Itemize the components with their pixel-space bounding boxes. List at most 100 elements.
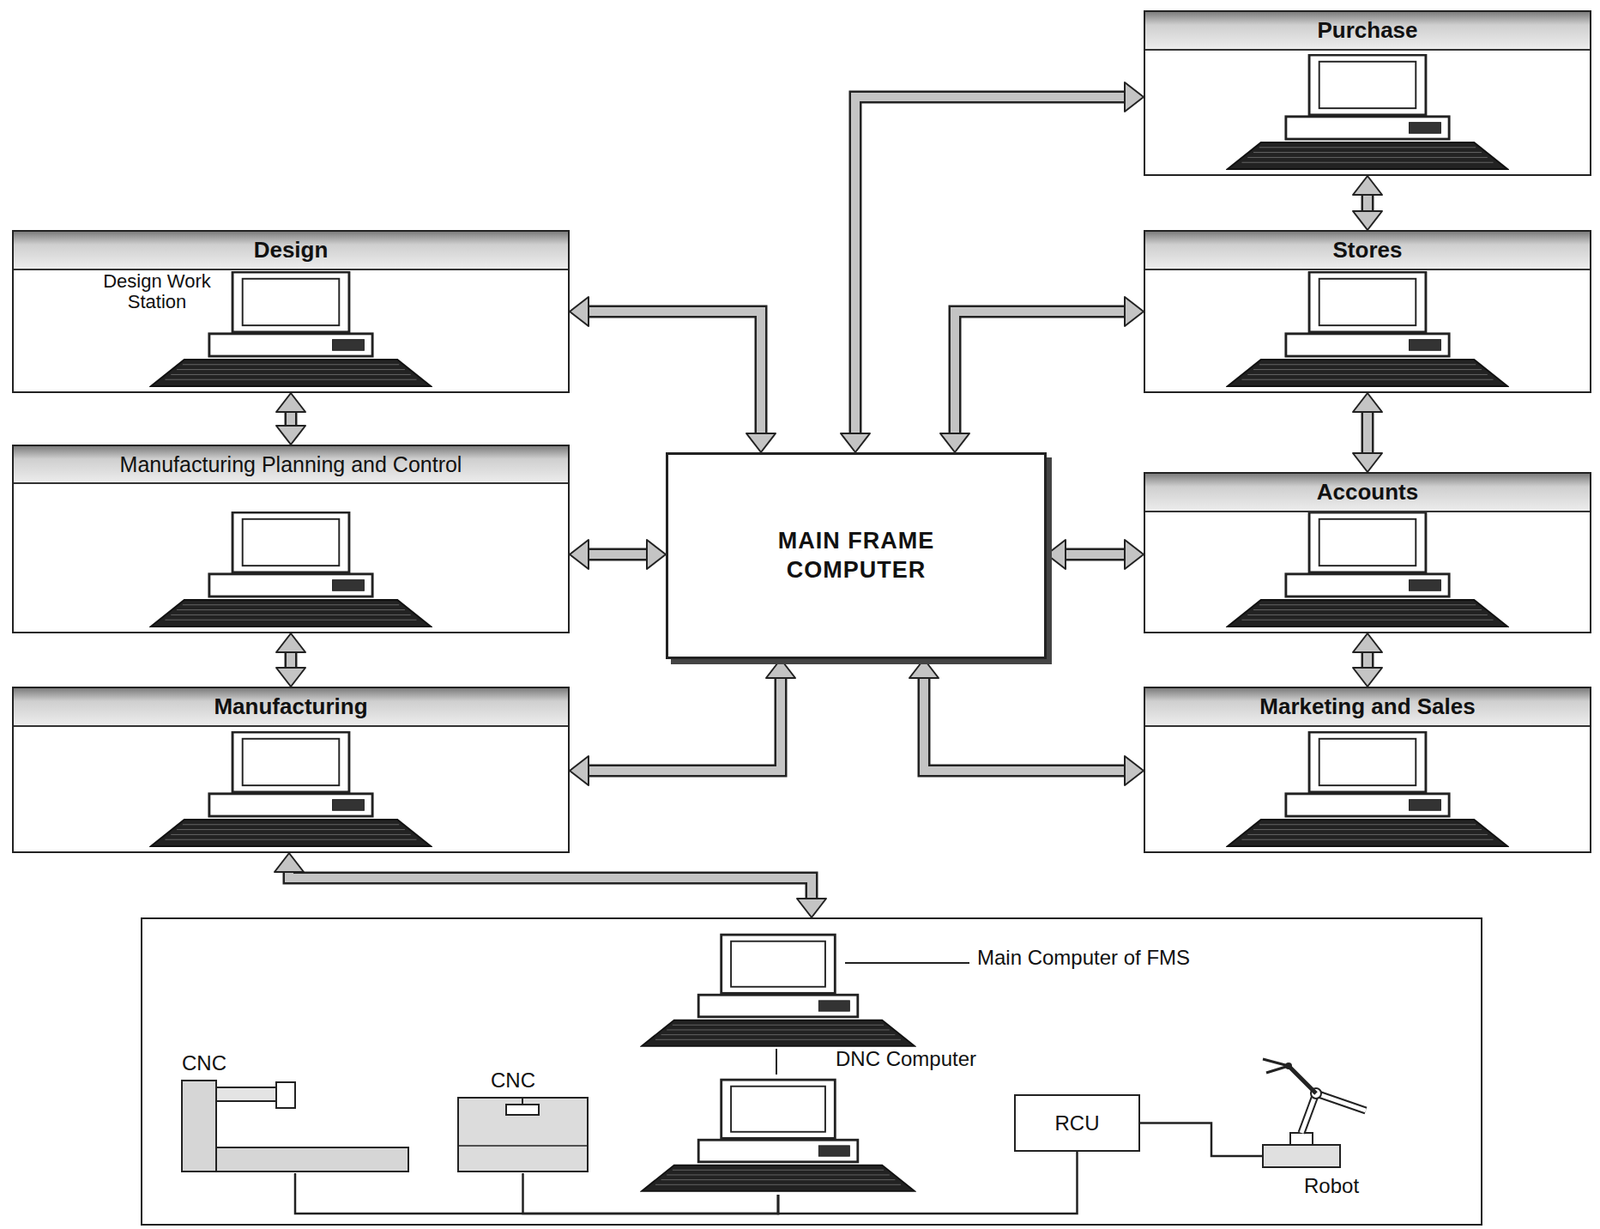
data-flow-arrow: [1046, 539, 1144, 569]
data-flow-arrow: [940, 296, 1144, 453]
arrow-head: [1352, 452, 1383, 472]
machine-label: CNC: [490, 1068, 536, 1093]
workstation-label: Design Work Station: [92, 271, 222, 313]
arrow-shaft: [586, 549, 649, 559]
arrow-shaft-outline: [954, 311, 1127, 435]
arrow-head: [1124, 296, 1144, 327]
department-box: DesignDesign Work Station: [12, 229, 570, 393]
computer-icon: [640, 932, 917, 1049]
computer-illustration: [640, 932, 917, 1052]
computer-illustration: [640, 1077, 917, 1197]
data-flow-arrow: [276, 392, 306, 445]
department-box: Purchase: [1143, 10, 1592, 176]
computer-icon: [1225, 511, 1510, 628]
leader-line: [845, 961, 970, 964]
arrow-shaft-outline: [586, 311, 761, 435]
arrow-shaft-outline: [586, 676, 781, 771]
data-flow-arrow: [569, 539, 666, 569]
arrow-shaft-outline: [1361, 410, 1375, 455]
arrow-shaft-outline: [855, 96, 1127, 435]
computer-illustration: [1225, 730, 1510, 852]
signal-wire: [1140, 1123, 1263, 1157]
data-flow-arrow: [1352, 175, 1383, 230]
arrow-head: [276, 392, 306, 412]
arrow-shaft-outline: [1063, 548, 1127, 562]
wire-line: [1140, 1123, 1263, 1157]
department-heading: Stores: [1145, 231, 1590, 271]
data-flow-arrow: [1352, 633, 1383, 687]
arrow-head: [766, 658, 796, 678]
arrow-head: [569, 539, 589, 569]
department-box: Manufacturing: [12, 686, 570, 853]
robot-control-unit: RCU: [1014, 1093, 1141, 1152]
arrow-head: [796, 898, 827, 918]
arrow-head: [1352, 633, 1383, 653]
arrow-head: [909, 658, 939, 678]
arrow-head: [274, 852, 304, 872]
fms-cell-box: Main Computer of FMS DNC Computer CNC CNC RC…: [140, 917, 1483, 1226]
cnc-illustration: [456, 1095, 590, 1173]
arrow-head: [1352, 392, 1383, 412]
computer-icon: [149, 730, 433, 848]
data-flow-arrow: [276, 633, 306, 687]
arrow-head: [1124, 82, 1144, 112]
computer-illustration: [1225, 54, 1510, 175]
mainframe-box: MAIN FRAME COMPUTER: [665, 452, 1047, 659]
arrow-head: [276, 425, 306, 445]
arrow-shaft-outline: [586, 548, 649, 562]
arrow-head: [940, 433, 970, 453]
department-heading: Purchase: [1145, 12, 1590, 51]
arrow-head: [569, 755, 589, 785]
data-flow-arrow: [274, 852, 827, 918]
dnc-computer: DNC Computer: [640, 1075, 917, 1195]
data-flow-arrow: [1352, 392, 1383, 472]
arrow-shaft-outline: [1361, 193, 1375, 213]
data-flow-arrow: [909, 658, 1144, 785]
arrow-shaft-outline: [923, 676, 1127, 771]
arrow-shaft-outline: [289, 869, 812, 900]
callout-label: Main Computer of FMS: [977, 945, 1209, 970]
arrow-head: [646, 539, 666, 569]
arrow-shaft: [289, 869, 812, 900]
arrow-shaft-outline: [1361, 650, 1375, 670]
department-heading: Accounts: [1145, 473, 1590, 513]
department-heading: Manufacturing Planning and Control: [13, 446, 568, 484]
arrow-shaft: [586, 676, 781, 771]
arrow-head: [1352, 175, 1383, 195]
computer-icon: [1225, 54, 1510, 171]
arrow-shaft: [1363, 650, 1372, 670]
arrow-head: [1352, 211, 1383, 230]
data-flow-arrow: [569, 296, 776, 453]
department-box: Accounts: [1143, 471, 1592, 634]
department-heading: Manufacturing: [13, 688, 568, 727]
machine-label: CNC: [181, 1050, 227, 1075]
data-flow-arrow: [569, 658, 796, 785]
arrow-shaft: [586, 311, 761, 435]
computer-illustration: [149, 730, 433, 852]
cnc-machine: CNC: [180, 1078, 411, 1173]
arrow-head: [746, 433, 776, 453]
arrow-head: [1352, 667, 1383, 687]
mainframe-label: MAIN FRAME COMPUTER: [757, 526, 955, 586]
arrow-shaft: [1063, 549, 1127, 559]
arrow-head: [1124, 539, 1144, 569]
computer-icon: [640, 1077, 917, 1194]
unit-label: RCU: [1055, 1110, 1100, 1136]
robot-drawing: [1237, 1050, 1383, 1174]
department-heading: Design: [13, 231, 568, 271]
computer-illustration: [1225, 271, 1510, 392]
department-box: Marketing and Sales: [1143, 686, 1592, 853]
arrow-shaft: [954, 311, 1127, 435]
robot: Robot: [1237, 1050, 1383, 1202]
robot-illustration: [1237, 1050, 1383, 1171]
arrow-head: [1046, 539, 1066, 569]
arrow-shaft: [1363, 410, 1372, 455]
department-box: Stores: [1143, 229, 1592, 393]
arrow-shaft: [1363, 193, 1372, 213]
cnc-illustration: [180, 1078, 411, 1173]
arrow-head: [276, 633, 306, 653]
department-heading: Marketing and Sales: [1145, 688, 1590, 727]
arrow-head: [276, 667, 306, 687]
arrow-shaft: [923, 676, 1127, 771]
